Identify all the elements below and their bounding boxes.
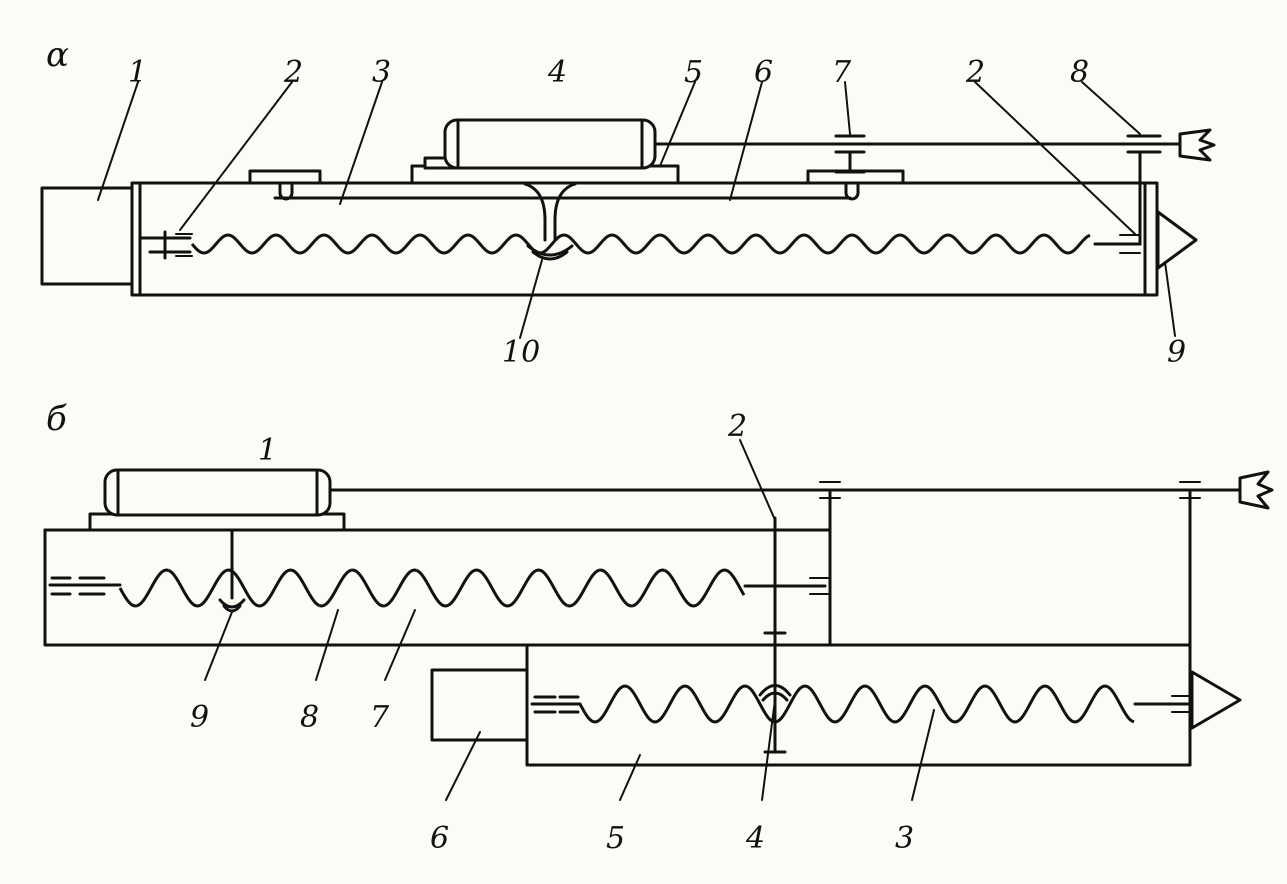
- central-vertical-shaft: [758, 516, 792, 754]
- label-a-10: 10: [502, 335, 540, 370]
- cone-nozzle-b: [1190, 670, 1242, 730]
- label-a-2-right: 2: [965, 55, 985, 90]
- panel-a: α: [40, 35, 1216, 370]
- coupling-7: [834, 134, 866, 174]
- label-b-4: 4: [745, 821, 765, 856]
- bearing-upper-right: [743, 577, 829, 595]
- label-b-6: 6: [430, 821, 449, 856]
- motor-top-b: [103, 468, 332, 517]
- motor-box-6: [430, 668, 529, 742]
- label-a-1: 1: [128, 55, 147, 90]
- label-b-7: 7: [370, 700, 390, 735]
- main-housing: [130, 181, 1159, 297]
- label-a-3: 3: [372, 55, 391, 90]
- motor-top-a: [443, 118, 657, 170]
- nut-bracket: [523, 182, 577, 261]
- label-a-7: 7: [832, 55, 852, 90]
- leader-lines-a: [97, 81, 1176, 339]
- label-a-2-left: 2: [283, 55, 303, 90]
- slide-block-left: [248, 169, 322, 185]
- panel-b: б: [43, 399, 1274, 856]
- motor-box-left: [40, 186, 134, 286]
- panel-a-label: α: [46, 35, 69, 75]
- label-a-6: 6: [754, 55, 773, 90]
- claw-end-a: [1178, 128, 1216, 162]
- claw-end-b: [1238, 470, 1274, 510]
- label-a-8: 8: [1070, 55, 1089, 90]
- upper-housing-outline: [43, 528, 1192, 647]
- label-b-8: 8: [300, 700, 319, 735]
- coupling-8: [1126, 134, 1162, 246]
- leader-lines-b: [204, 439, 935, 801]
- label-a-4: 4: [547, 55, 567, 90]
- label-b-9: 9: [190, 700, 209, 735]
- label-a-9: 9: [1167, 335, 1186, 370]
- screw-shaft-b-lower: [578, 684, 1135, 724]
- bearing-lower-left: [530, 695, 582, 714]
- label-b-5: 5: [606, 821, 625, 856]
- bearing-left: [138, 230, 193, 260]
- label-a-5: 5: [684, 55, 703, 90]
- screw-shaft-a: [190, 233, 1091, 255]
- label-b-2: 2: [727, 409, 747, 444]
- bearing-upper-left: [48, 576, 122, 596]
- slide-roller-left: [278, 181, 294, 201]
- label-b-1: 1: [258, 433, 277, 468]
- bearing-right: [1093, 234, 1142, 254]
- slide-roller-right: [844, 181, 860, 201]
- cone-nozzle-a: [1156, 210, 1198, 270]
- panel-b-label: б: [46, 399, 67, 439]
- label-b-3: 3: [895, 821, 914, 856]
- screw-shaft-b-upper: [118, 568, 746, 608]
- bearing-lower-right: [1133, 695, 1194, 713]
